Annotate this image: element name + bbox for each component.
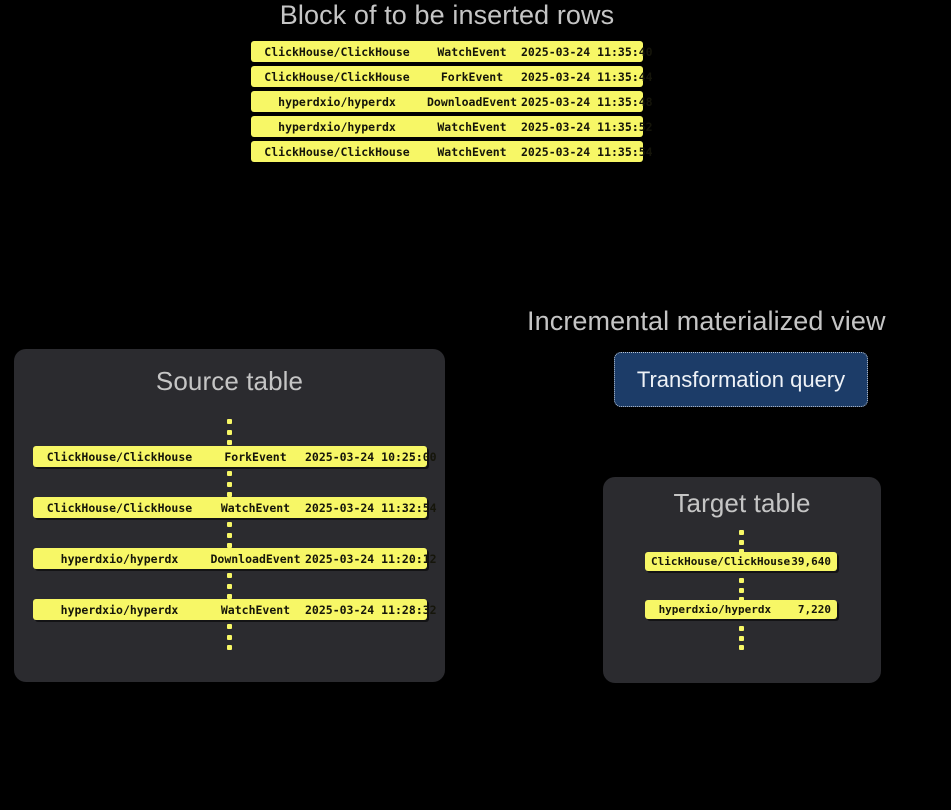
row-more: ...: [616, 69, 640, 84]
transformation-query-box[interactable]: Transformation query: [614, 352, 868, 407]
row-repo: ClickHouse/ClickHouse: [264, 44, 410, 59]
ellipsis-dots: [738, 530, 744, 554]
ellipsis-dots: [226, 624, 232, 650]
target-table-row: ClickHouse/ClickHouse 39,640: [645, 552, 837, 571]
row-more: ...: [400, 449, 424, 464]
row-event: DownloadEvent: [210, 551, 301, 566]
block-row: hyperdxio/hyperdx WatchEvent 2025-03-24 …: [251, 116, 653, 137]
row-event: DownloadEvent: [426, 94, 517, 109]
row-repo: ClickHouse/ClickHouse: [264, 69, 410, 84]
source-table-row: ClickHouse/ClickHouse WatchEvent 2025-03…: [33, 497, 437, 518]
source-table-row: hyperdxio/hyperdx DownloadEvent 2025-03-…: [33, 548, 437, 569]
row-event: ForkEvent: [440, 69, 504, 84]
row-repo: ClickHouse/ClickHouse: [46, 500, 193, 515]
materialized-view-heading: Incremental materialized view: [527, 306, 886, 336]
row-timestamp: 2025-03-24 11:20:12: [305, 551, 437, 566]
row-event: WatchEvent: [437, 44, 507, 59]
block-row: ClickHouse/ClickHouse ForkEvent 2025-03-…: [251, 66, 653, 87]
row-timestamp: 2025-03-24 11:35:54: [521, 144, 653, 159]
transformation-query-label: Transformation query: [636, 366, 846, 392]
block-row: ClickHouse/ClickHouse WatchEvent 2025-03…: [251, 141, 653, 162]
ellipsis-dots: [226, 419, 232, 445]
row-timestamp: 2025-03-24 11:35:52: [521, 119, 653, 134]
row-repo: hyperdxio/hyperdx: [60, 551, 179, 566]
row-repo: hyperdxio/hyperdx: [658, 603, 772, 616]
row-repo: hyperdxio/hyperdx: [278, 94, 396, 109]
row-event: WatchEvent: [437, 144, 507, 159]
block-row: ClickHouse/ClickHouse WatchEvent 2025-03…: [251, 41, 653, 62]
row-event: WatchEvent: [437, 119, 507, 134]
source-table-row: ClickHouse/ClickHouse ForkEvent 2025-03-…: [33, 446, 437, 467]
ellipsis-dots: [226, 522, 232, 548]
row-timestamp: 2025-03-24 10:25:00: [305, 449, 437, 464]
row-more: ...: [616, 44, 640, 59]
row-repo: hyperdxio/hyperdx: [278, 119, 396, 134]
row-event: WatchEvent: [220, 602, 291, 617]
row-repo: hyperdxio/hyperdx: [60, 602, 179, 617]
row-repo: ClickHouse/ClickHouse: [651, 555, 791, 568]
row-timestamp: 2025-03-24 11:32:54: [305, 500, 437, 515]
row-repo: ClickHouse/ClickHouse: [264, 144, 410, 159]
row-event: ForkEvent: [224, 449, 287, 464]
row-timestamp: 2025-03-24 11:28:32: [305, 602, 437, 617]
ellipsis-dots: [738, 626, 744, 650]
row-count: 39,640: [791, 555, 831, 568]
row-timestamp: 2025-03-24 11:35:48: [521, 94, 653, 109]
source-table-row: hyperdxio/hyperdx WatchEvent 2025-03-24 …: [33, 599, 437, 620]
row-more: ...: [616, 94, 640, 109]
row-more: ...: [616, 144, 640, 159]
row-event: WatchEvent: [220, 500, 291, 515]
block-row: hyperdxio/hyperdx DownloadEvent 2025-03-…: [251, 91, 653, 112]
row-timestamp: 2025-03-24 11:35:44: [521, 69, 653, 84]
row-more: ...: [616, 119, 640, 134]
ellipsis-dots: [738, 578, 744, 602]
row-timestamp: 2025-03-24 11:35:40: [521, 44, 653, 59]
block-heading: Block of to be inserted rows: [279, 0, 615, 30]
target-table-row: hyperdxio/hyperdx 7,220: [645, 600, 837, 619]
ellipsis-dots: [226, 471, 232, 497]
target-table-heading: Target table: [673, 488, 811, 518]
row-more: ...: [400, 551, 424, 566]
row-more: ...: [400, 500, 424, 515]
source-table-heading: Source table: [155, 366, 304, 396]
row-more: ...: [400, 602, 424, 617]
ellipsis-dots: [226, 573, 232, 599]
row-repo: ClickHouse/ClickHouse: [46, 449, 193, 464]
row-count: 7,220: [797, 603, 831, 616]
